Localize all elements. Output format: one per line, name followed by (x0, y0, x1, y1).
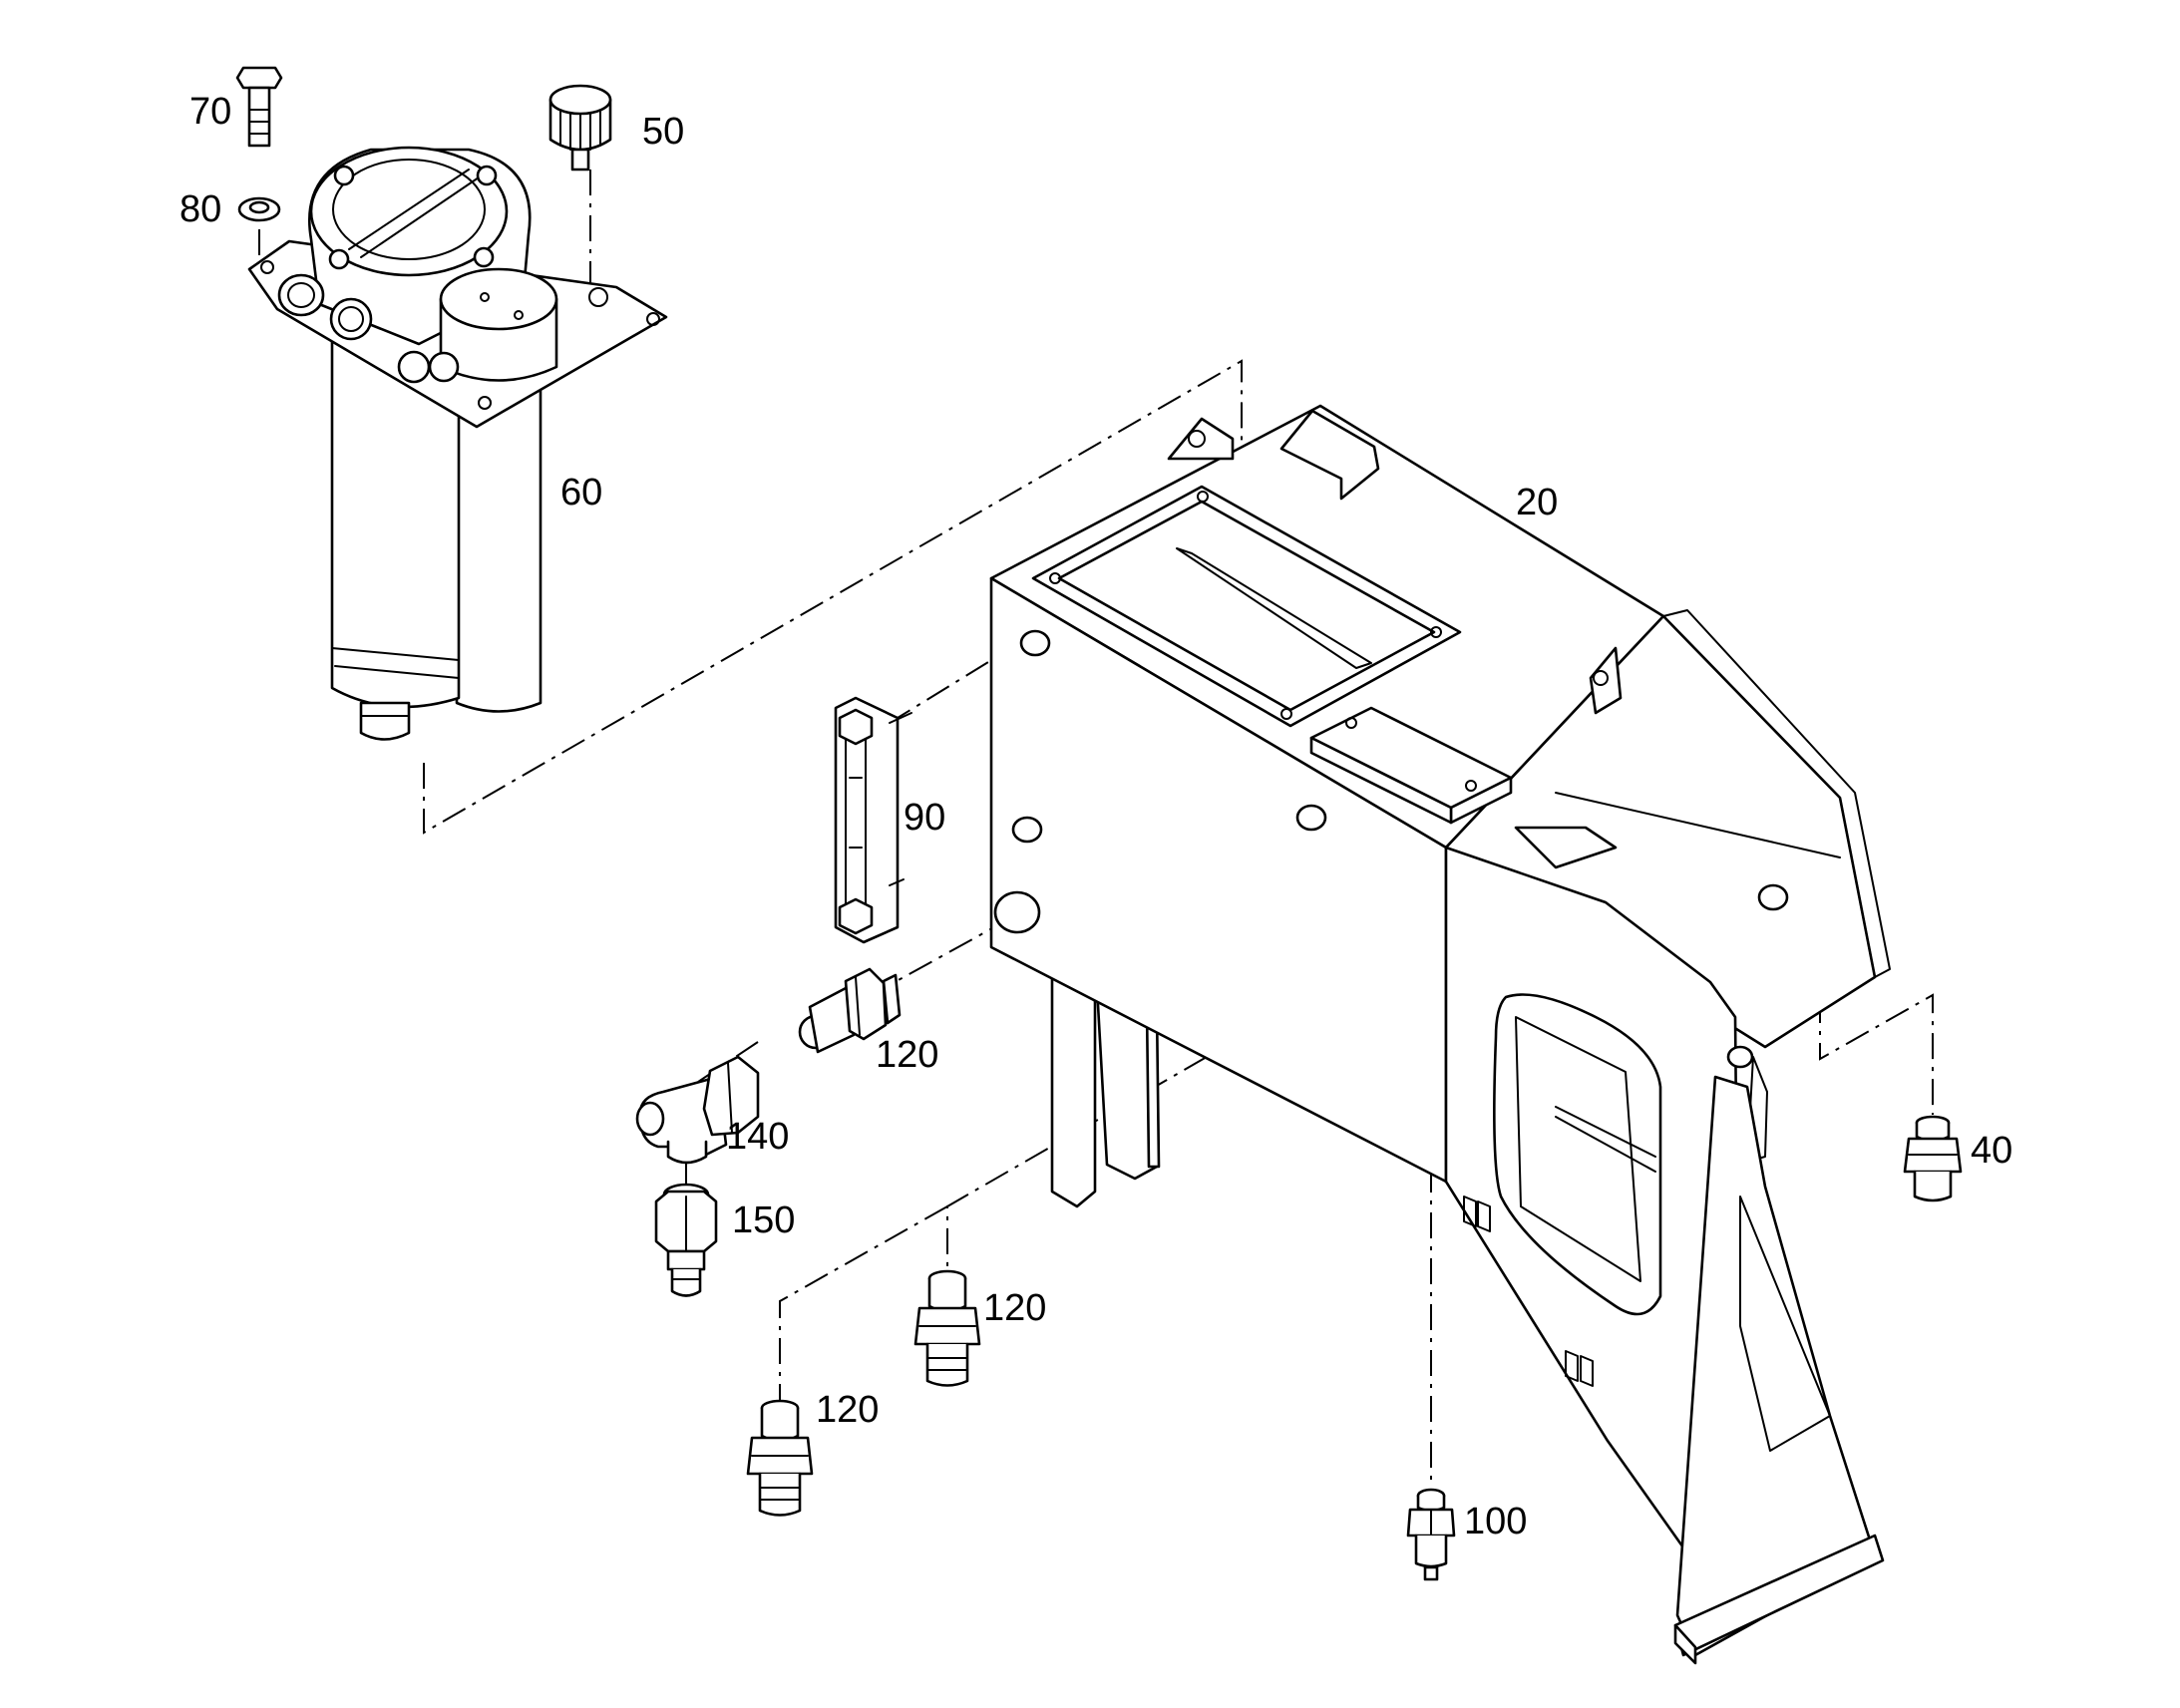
cap-50 (548, 84, 612, 171)
adapter-150 (654, 1183, 718, 1297)
callout-120-middle: 120 (983, 1287, 1046, 1329)
elbow-140 (635, 1055, 760, 1165)
bolt-70 (235, 66, 283, 148)
callout-50: 50 (642, 111, 684, 153)
fitting-120-upper (798, 967, 902, 1054)
callout-labels: 70 80 50 60 20 90 120 140 150 120 120 40… (180, 91, 2012, 1542)
filter-assembly-60 (247, 146, 668, 741)
tank-body-20 (989, 404, 1891, 1665)
callout-80: 80 (180, 188, 221, 230)
washer-80 (237, 196, 281, 222)
callout-120-upper: 120 (876, 1034, 938, 1076)
callout-40: 40 (1971, 1130, 2012, 1172)
callout-60: 60 (560, 472, 602, 513)
callout-70: 70 (189, 91, 231, 133)
callout-20: 20 (1516, 482, 1558, 523)
callout-90: 90 (904, 797, 945, 839)
callout-140: 140 (726, 1116, 789, 1158)
sight-gauge-90 (834, 696, 912, 944)
callout-150: 150 (732, 1199, 795, 1241)
sensor-100 (1406, 1488, 1456, 1581)
callout-100: 100 (1464, 1501, 1527, 1542)
plug-40 (1903, 1115, 1963, 1202)
callout-120-lower: 120 (816, 1389, 879, 1431)
fitting-120-middle (913, 1269, 981, 1387)
fitting-120-lower (746, 1399, 814, 1517)
